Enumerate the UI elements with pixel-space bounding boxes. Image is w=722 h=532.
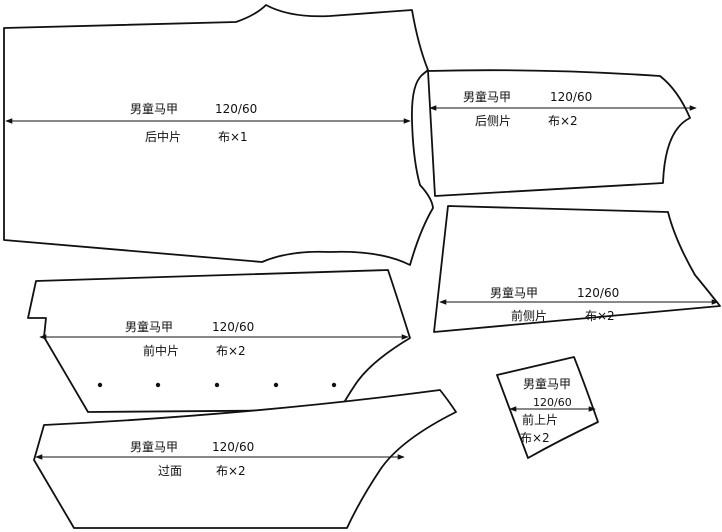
piece-title: 男童马甲	[490, 285, 538, 300]
piece-size: 120/60	[577, 286, 619, 300]
piece-part: 前侧片	[511, 308, 547, 323]
buttonhole-mark	[273, 382, 279, 388]
piece-title: 男童马甲	[523, 376, 571, 391]
piece-qty: 布×2	[520, 431, 550, 445]
piece-front-side: 男童马甲 120/60 前侧片 布×2	[433, 205, 721, 333]
piece-size: 120/60	[212, 320, 254, 334]
piece-part: 后中片	[145, 129, 181, 144]
piece-qty: 布×2	[548, 114, 578, 128]
piece-outline	[433, 205, 721, 333]
piece-front-center: 男童马甲 120/60 前中片 布×2	[27, 269, 411, 413]
buttonhole-mark	[155, 382, 161, 388]
piece-outline	[427, 69, 691, 197]
piece-qty: 布×2	[216, 464, 246, 478]
piece-part: 过面	[158, 464, 182, 478]
piece-qty: 布×2	[216, 344, 246, 358]
piece-part: 前上片	[522, 412, 558, 427]
piece-facing: 男童马甲 120/60 过面 布×2	[33, 389, 457, 529]
piece-part: 后侧片	[475, 114, 511, 128]
piece-title: 男童马甲	[130, 101, 178, 116]
piece-title: 男童马甲	[463, 89, 511, 104]
piece-qty: 布×2	[585, 309, 615, 323]
piece-title: 男童马甲	[130, 439, 178, 454]
piece-qty: 布×1	[218, 130, 248, 144]
piece-size: 120/60	[533, 396, 572, 409]
piece-part: 前中片	[143, 343, 179, 358]
piece-size: 120/60	[215, 102, 257, 116]
piece-front-upper: 男童马甲 120/60 前上片 布×2	[496, 356, 599, 459]
piece-title: 男童马甲	[125, 319, 173, 334]
piece-back-center: 男童马甲 120/60 后中片 布×1	[3, 4, 434, 266]
piece-size: 120/60	[550, 90, 592, 104]
piece-outline	[3, 4, 434, 266]
buttonhole-mark	[331, 382, 337, 388]
piece-back-side: 男童马甲 120/60 后侧片 布×2	[427, 69, 697, 197]
buttonhole-mark	[97, 382, 103, 388]
buttonhole-mark	[214, 382, 220, 388]
piece-size: 120/60	[212, 440, 254, 454]
piece-outline	[27, 269, 411, 413]
